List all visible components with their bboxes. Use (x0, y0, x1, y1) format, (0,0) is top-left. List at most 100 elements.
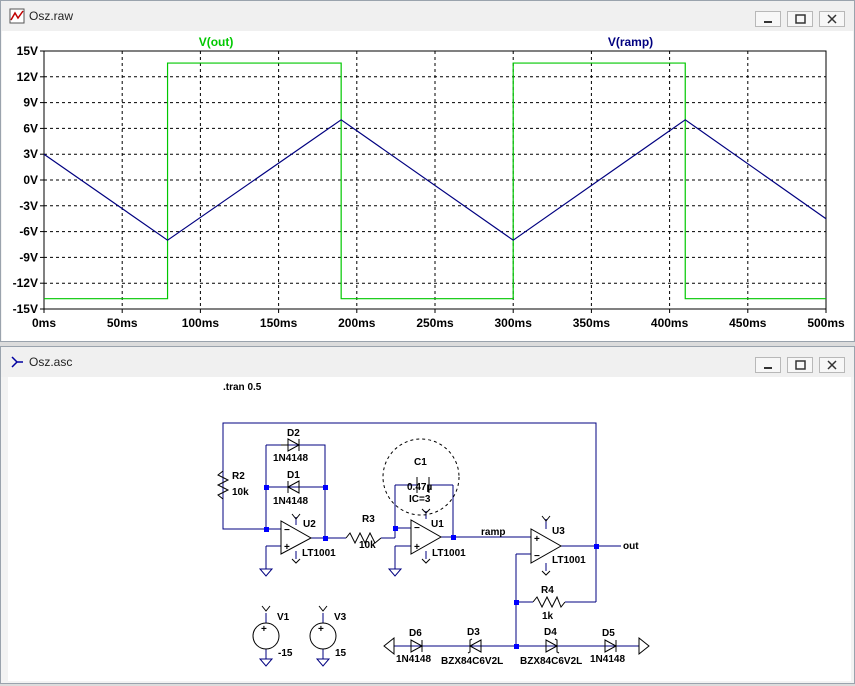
opamp-u3 (530, 528, 563, 564)
ground-symbols (258, 568, 403, 667)
x-tick-label: 250ms (416, 316, 454, 330)
schematic-window-title: Osz.asc (29, 355, 73, 369)
x-tick-label: 50ms (107, 316, 138, 330)
x-tick-label: 200ms (338, 316, 376, 330)
y-tick-label: 0V (23, 173, 38, 187)
close-button[interactable] (819, 11, 845, 27)
x-tick-label: 350ms (573, 316, 611, 330)
y-tick-label: -9V (19, 250, 38, 264)
label-d2-value: 1N4148 (273, 453, 308, 464)
label-u2-ref: U2 (303, 519, 316, 530)
svg-text:+: + (534, 534, 540, 545)
label-d5-value: 1N4148 (590, 654, 625, 665)
source-v1 (252, 622, 280, 650)
legend-label[interactable]: V(ramp) (608, 35, 653, 49)
plot-grid (40, 50, 827, 313)
opamp-pin-marks: −+ −+ +− ++ (261, 508, 551, 635)
tran-directive[interactable]: .tran 0.5 (223, 382, 262, 393)
minimize-button[interactable] (755, 11, 781, 27)
x-tick-label: 300ms (495, 316, 533, 330)
plot-traces (43, 62, 827, 300)
x-tick-label: 450ms (729, 316, 767, 330)
label-d3-value: BZX84C6V2L (441, 656, 503, 667)
maximize-icon (795, 360, 806, 370)
close-icon (827, 360, 837, 370)
label-d3-ref: D3 (467, 627, 480, 638)
label-d4-value: BZX84C6V2L (520, 656, 582, 667)
plot-window-title: Osz.raw (29, 9, 74, 23)
maximize-button[interactable] (787, 11, 813, 27)
svg-text:+: + (414, 542, 420, 553)
trace-vramp (43, 119, 827, 241)
schematic-window-titlebar[interactable]: Osz.asc (1, 347, 854, 377)
junction-dots (264, 485, 599, 649)
trace-vout (44, 62, 826, 300)
y-tick-label: 12V (17, 70, 38, 84)
label-d1-value: 1N4148 (273, 496, 308, 507)
label-d5-ref: D5 (602, 628, 615, 639)
label-r4-ref: R4 (541, 585, 554, 596)
label-d4-ref: D4 (544, 627, 557, 638)
svg-text:+: + (261, 624, 267, 635)
port-right (638, 636, 650, 656)
plot-frame (43, 50, 827, 310)
svg-text:+: + (284, 542, 290, 553)
x-tick-label: 500ms (807, 316, 845, 330)
label-r4-value: 1k (542, 611, 554, 622)
legend-label[interactable]: V(out) (199, 35, 234, 49)
c1-highlight (382, 438, 460, 516)
net-label-ramp: ramp (481, 527, 505, 538)
svg-text:−: − (534, 551, 540, 562)
label-v1-ref: V1 (277, 612, 290, 623)
opamp-u2 (280, 520, 313, 555)
y-tick-label: -3V (19, 199, 38, 213)
schematic-symbols (216, 438, 650, 656)
minimize-icon (764, 21, 772, 23)
source-v3 (309, 622, 337, 650)
label-d6-ref: D6 (409, 628, 422, 639)
label-c1-ic: IC=3 (409, 494, 431, 505)
plot-window-titlebar[interactable]: Osz.raw (1, 1, 854, 31)
net-label-out: out (623, 541, 639, 552)
label-d6-value: 1N4148 (396, 654, 431, 665)
label-v3-value: 15 (335, 648, 347, 659)
y-tick-label: 3V (23, 147, 38, 161)
label-r2-ref: R2 (232, 471, 245, 482)
x-tick-label: 150ms (260, 316, 298, 330)
capacitor-c1 (416, 477, 430, 493)
label-v3-ref: V3 (334, 612, 347, 623)
schematic-icon (11, 356, 23, 368)
port-left (383, 636, 395, 656)
resistor-r2 (216, 470, 230, 500)
label-c1-value: 0.47µ (407, 482, 432, 493)
minimize-button[interactable] (755, 357, 781, 373)
opamp-u1 (410, 519, 443, 555)
y-tick-label: -6V (19, 225, 38, 239)
label-u1-value: LT1001 (432, 548, 466, 559)
svg-text:−: − (414, 523, 420, 534)
label-c1-ref: C1 (414, 457, 427, 468)
y-tick-label: -15V (13, 302, 38, 316)
label-u3-ref: U3 (552, 526, 565, 537)
label-d1-ref: D1 (287, 470, 300, 481)
resistor-r4 (532, 595, 566, 609)
close-button[interactable] (819, 357, 845, 373)
x-tick-label: 0ms (32, 316, 56, 330)
maximize-icon (795, 14, 806, 24)
diode-d1 (286, 480, 300, 494)
schematic-canvas[interactable]: −+ −+ +− ++ .tran 0.5 (8, 377, 851, 681)
x-tick-label: 100ms (182, 316, 220, 330)
label-v1-value: -15 (278, 648, 293, 659)
label-d2-ref: D2 (287, 428, 300, 439)
label-u3-value: LT1001 (552, 555, 586, 566)
minimize-icon (764, 367, 772, 369)
maximize-button[interactable] (787, 357, 813, 373)
zener-d4 (545, 638, 560, 654)
y-tick-label: 15V (17, 44, 38, 58)
label-r3-ref: R3 (362, 514, 375, 525)
plot-legend[interactable]: V(out) V(ramp) (199, 35, 653, 49)
resistor-r3 (345, 531, 382, 545)
